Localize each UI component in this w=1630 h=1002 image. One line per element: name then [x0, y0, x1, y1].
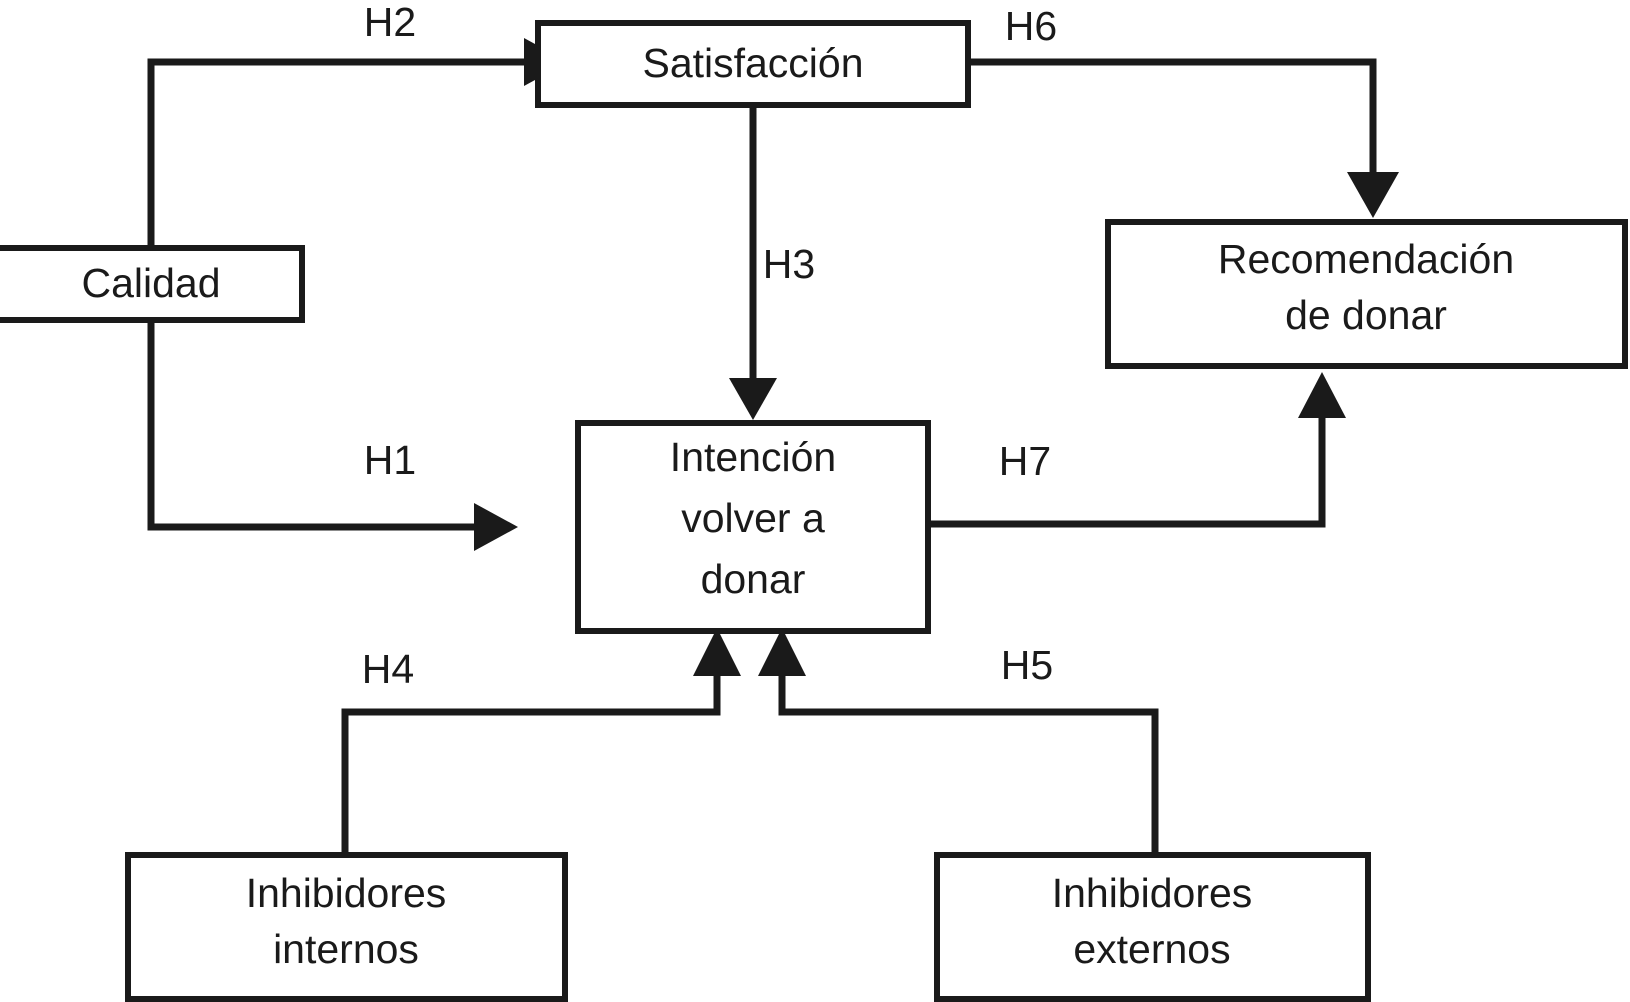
- edge-label-h5: H5: [1001, 642, 1053, 688]
- node-inhibidores-internos-box[interactable]: [125, 852, 568, 1002]
- edge-h5-line: [778, 676, 1159, 855]
- node-inhibidores-externos-box[interactable]: [934, 852, 1371, 1002]
- node-calidad-label: Calidad: [81, 260, 220, 306]
- edge-h7-line: [928, 418, 1326, 528]
- edge-h1-arrowhead: [474, 503, 518, 551]
- edge-h6-arrowhead: [1347, 172, 1399, 218]
- node-recomendacion-box[interactable]: [1105, 219, 1628, 369]
- edge-h6-line: [968, 58, 1377, 172]
- node-recomendacion-label-line2: de donar: [1285, 292, 1447, 338]
- node-intencion-label-line1: Intención: [670, 434, 836, 480]
- edge-h4: [341, 628, 741, 855]
- edge-h3: [729, 105, 777, 420]
- edge-h3-arrowhead: [729, 378, 777, 420]
- node-intencion-box[interactable]: [575, 420, 931, 634]
- edge-label-h6: H6: [1005, 3, 1057, 49]
- node-inhibidores-internos-label-line2: internos: [273, 926, 419, 972]
- node-satisfaccion-box[interactable]: [535, 20, 971, 108]
- edge-h7-arrowhead: [1298, 372, 1346, 418]
- edge-h1: [147, 320, 518, 551]
- edge-label-h7: H7: [999, 438, 1051, 484]
- edge-h6: [968, 58, 1399, 218]
- edge-label-h2: H2: [364, 0, 416, 45]
- edge-label-h4: H4: [362, 646, 414, 692]
- edge-h2: [147, 38, 568, 248]
- node-intencion[interactable]: Intención volver a donar: [575, 420, 931, 634]
- node-intencion-label-line2: volver a: [681, 495, 825, 541]
- node-recomendacion[interactable]: Recomendación de donar: [1105, 219, 1628, 369]
- node-inhibidores-externos-label-line1: Inhibidores: [1052, 870, 1253, 916]
- node-intencion-label-line3: donar: [701, 556, 806, 602]
- edge-label-h3: H3: [763, 241, 815, 287]
- node-recomendacion-label-line1: Recomendación: [1218, 236, 1514, 282]
- edge-h7: [928, 372, 1346, 528]
- node-inhibidores-internos-label-line1: Inhibidores: [246, 870, 447, 916]
- edge-h1-line: [147, 320, 474, 531]
- edge-h2-line: [147, 58, 524, 248]
- node-inhibidores-externos[interactable]: Inhibidores externos: [934, 852, 1371, 1002]
- edge-h5-arrowhead: [758, 628, 806, 676]
- node-satisfaccion-label: Satisfacción: [642, 40, 863, 86]
- node-calidad-box[interactable]: [0, 245, 305, 323]
- node-calidad[interactable]: Calidad: [0, 245, 305, 323]
- edge-h4-line: [341, 676, 721, 855]
- edge-h5: [758, 628, 1159, 855]
- node-satisfaccion[interactable]: Satisfacción: [535, 20, 971, 108]
- node-inhibidores-externos-label-line2: externos: [1073, 926, 1230, 972]
- edge-label-h1: H1: [364, 437, 416, 483]
- edge-h4-arrowhead: [693, 628, 741, 676]
- node-inhibidores-internos[interactable]: Inhibidores internos: [125, 852, 568, 1002]
